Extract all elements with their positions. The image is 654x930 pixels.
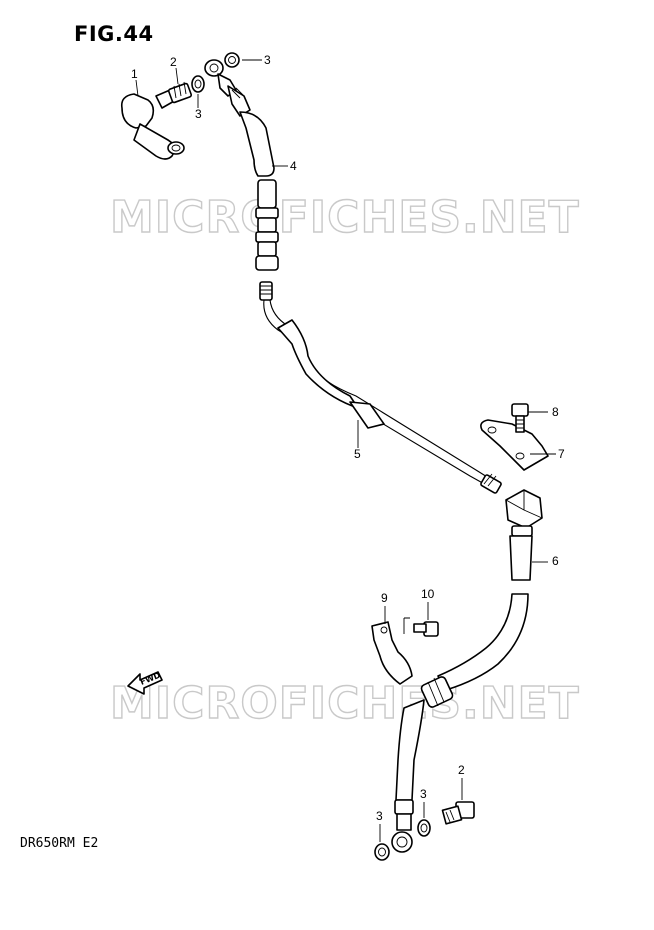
callout-9: 9 <box>381 591 388 605</box>
callout-2-top: 2 <box>170 55 177 69</box>
callout-10: 10 <box>421 587 435 601</box>
callout-7: 7 <box>558 447 565 461</box>
bolt-part-10 <box>403 617 439 637</box>
callout-5: 5 <box>354 447 361 461</box>
callout-6: 6 <box>552 554 559 568</box>
figure-title: FIG.44 <box>74 22 154 46</box>
callout-4: 4 <box>290 159 297 173</box>
washer-part-3-bottom-a <box>417 819 431 837</box>
washer-part-3-top-b <box>224 52 240 68</box>
brake-pipe-part-5 <box>259 281 502 494</box>
brake-hose-part-4 <box>204 59 279 271</box>
callout-2-bottom: 2 <box>458 763 465 777</box>
model-code: DR650RM E2 <box>20 836 99 851</box>
washer-part-3-top-a <box>191 75 205 93</box>
callout-3-bottom-b: 3 <box>376 809 383 823</box>
banjo-bolt-part-2-top <box>155 81 193 109</box>
watermark-top: MICROFICHES.NET <box>110 192 580 243</box>
watermark-bottom: MICROFICHES.NET <box>110 678 580 729</box>
brake-hose-part-6 <box>391 489 543 853</box>
leader-lines <box>135 59 556 842</box>
callout-3-bottom-a: 3 <box>420 787 427 801</box>
callout-8: 8 <box>552 405 559 419</box>
bolt-part-8 <box>511 403 529 433</box>
bracket-part-7 <box>480 419 549 471</box>
callout-1: 1 <box>131 67 138 81</box>
washer-part-3-bottom-b <box>374 843 390 861</box>
callout-3-top-a: 3 <box>195 107 202 121</box>
union-fitting-part-1 <box>120 93 185 160</box>
clamp-part-9 <box>371 621 413 685</box>
callout-3-top-b: 3 <box>264 53 271 67</box>
banjo-bolt-part-2-bottom <box>441 801 475 825</box>
